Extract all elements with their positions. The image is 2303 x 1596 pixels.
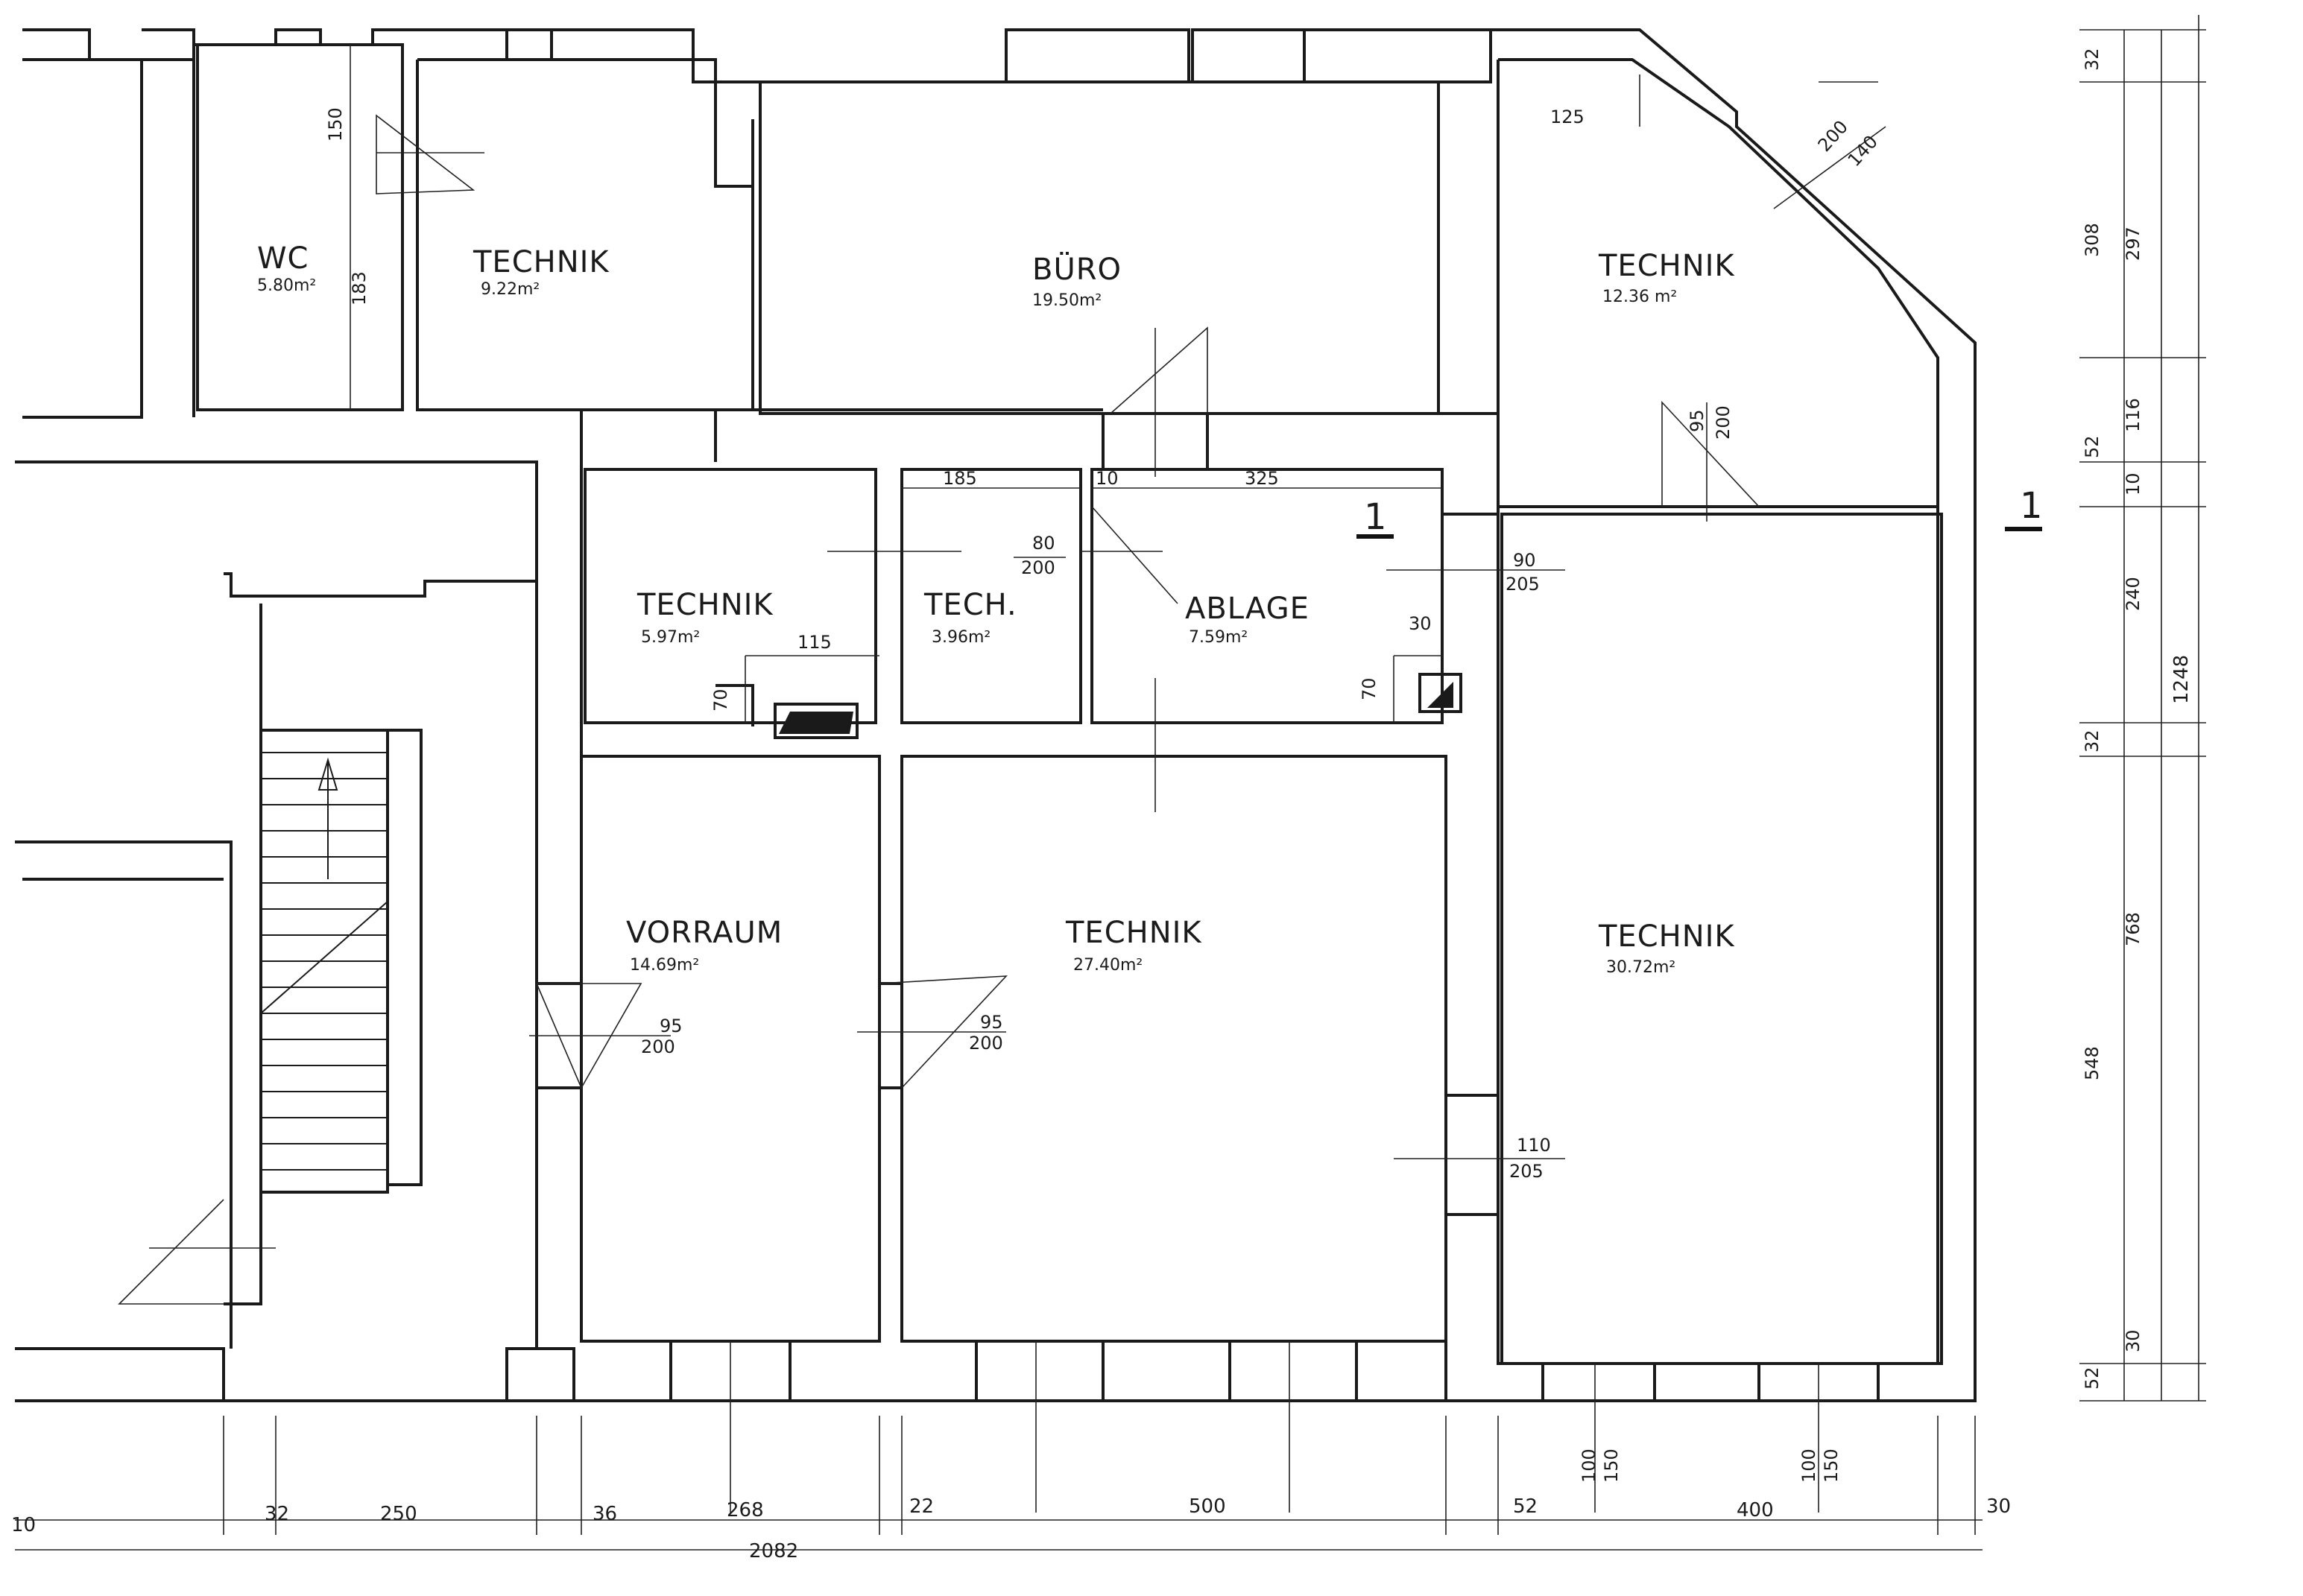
room-wc-name: WC <box>257 241 309 276</box>
room-buero-area: 19.50m² <box>1032 291 1102 310</box>
dim-right-total: 1248 <box>2170 655 2193 704</box>
door-vorraum-height: 200 <box>641 1036 675 1057</box>
section-mark-outer: 1 <box>2020 485 2043 527</box>
door-right-top-width: 90 <box>1513 550 1536 571</box>
dim-room-325: 325 <box>1245 468 1279 489</box>
dim-bottom-9: 30 <box>1986 1495 2011 1518</box>
dim-right-mid-4: 768 <box>2123 912 2144 946</box>
dim-right-mid-5: 548 <box>2082 1046 2103 1080</box>
room-vorraum-name: VORRAUM <box>626 916 783 950</box>
room-technik-c-area: 5.97m² <box>641 628 700 647</box>
dim-bottom-5: 22 <box>909 1495 934 1518</box>
section-mark-inner: 1 <box>1364 496 1387 538</box>
room-wc-area: 5.80m² <box>257 276 316 295</box>
dim-win2-width: 100 <box>1798 1448 1819 1483</box>
dim-bottom-total: 2082 <box>749 1540 798 1562</box>
dimension-lines <box>15 15 2206 1551</box>
dim-right-inner-1: 52 <box>2082 435 2103 458</box>
window-diag-bottom: 140 <box>1844 131 1882 171</box>
room-technik-a-name: TECHNIK <box>473 245 610 279</box>
dim-right-inner-4: 52 <box>2082 1367 2103 1390</box>
room-tech-area: 3.96m² <box>932 628 991 647</box>
dim-win1-width: 100 <box>1579 1448 1599 1483</box>
door-technik-b-height: 200 <box>1713 405 1734 440</box>
window-diag-top: 200 <box>1814 116 1852 156</box>
section-marks: 1 1 <box>1356 485 2043 539</box>
room-technik-c-name: TECHNIK <box>636 588 774 622</box>
room-dimensions: 150 183 125 185 10 325 115 70 70 30 <box>325 107 1585 712</box>
dim-right-inner-0: 32 <box>2082 48 2103 71</box>
door-swings <box>118 75 1886 1305</box>
room-technik-b-area: 12.36 m² <box>1602 288 1677 306</box>
room-vorraum-area: 14.69m² <box>630 956 699 975</box>
door-right-top-height: 205 <box>1506 574 1540 595</box>
dim-right-mid-6: 30 <box>2123 1329 2144 1352</box>
dim-win2-height: 150 <box>1821 1448 1842 1483</box>
dim-right-mid-0: 308 <box>2082 223 2103 257</box>
door-vorraum-width: 95 <box>660 1016 683 1036</box>
dim-right-mid-3: 240 <box>2123 577 2144 611</box>
room-technik-d-name: TECHNIK <box>1065 916 1202 950</box>
door-ablage-width: 80 <box>1032 533 1055 554</box>
dim-wc-side: 183 <box>349 271 370 305</box>
room-ablage-area: 7.59m² <box>1189 628 1248 647</box>
dim-ablage-70: 70 <box>1359 677 1380 700</box>
right-dimensions: 32 52 10 32 52 308 297 116 240 768 548 3… <box>2082 48 2193 1390</box>
dim-bottom-7: 52 <box>1513 1495 1538 1518</box>
dim-room-10: 10 <box>1096 468 1119 489</box>
dim-bottom-3: 36 <box>593 1503 617 1525</box>
door-right-low-width: 110 <box>1517 1135 1551 1156</box>
dim-bottom-2: 250 <box>380 1503 417 1525</box>
room-ablage-name: ABLAGE <box>1185 592 1310 626</box>
dim-technik-b-top: 125 <box>1550 107 1585 127</box>
stair-steps <box>260 752 388 1171</box>
dim-bottom-6: 500 <box>1189 1495 1226 1518</box>
dim-bottom-4: 268 <box>727 1499 764 1521</box>
door-technik-b-width: 95 <box>1687 409 1707 432</box>
door-ablage-height: 200 <box>1021 557 1055 578</box>
room-buero-name: BÜRO <box>1032 251 1122 287</box>
room-technik-a-area: 9.22m² <box>481 280 540 299</box>
dim-bottom-0: 10 <box>11 1514 36 1536</box>
room-technik-e-area: 30.72m² <box>1606 958 1675 977</box>
dim-right-inner-2: 10 <box>2123 472 2144 495</box>
walls <box>15 28 1977 1402</box>
shafts <box>715 673 1462 739</box>
room-technik-b-name: TECHNIK <box>1598 249 1735 283</box>
door-technik-d-height: 200 <box>969 1033 1003 1054</box>
dim-room-185: 185 <box>943 468 977 489</box>
dim-right-mid-2: 116 <box>2123 398 2144 432</box>
dim-right-inner-3: 32 <box>2082 729 2103 753</box>
dim-wc-top: 150 <box>325 107 346 142</box>
room-tech-name: TECH. <box>923 588 1017 622</box>
door-technik-d-width: 95 <box>980 1012 1003 1033</box>
dim-bottom-1: 32 <box>265 1503 289 1525</box>
bottom-dimensions: 10 32 250 36 268 22 500 52 400 30 2082 1… <box>11 1448 2011 1562</box>
dim-ablage-30: 30 <box>1409 613 1432 634</box>
room-technik-e-name: TECHNIK <box>1598 919 1735 954</box>
dim-nische-70: 70 <box>710 688 731 712</box>
door-right-low-height: 205 <box>1509 1161 1544 1182</box>
dim-nische-115: 115 <box>797 632 832 653</box>
room-technik-d-area: 27.40m² <box>1073 956 1143 975</box>
dim-win1-height: 150 <box>1601 1448 1622 1483</box>
dim-bottom-8: 400 <box>1737 1499 1774 1521</box>
room-labels: WC 5.80m² TECHNIK 9.22m² BÜRO 19.50m² TE… <box>257 241 1735 977</box>
dim-right-mid-1: 297 <box>2123 227 2144 261</box>
